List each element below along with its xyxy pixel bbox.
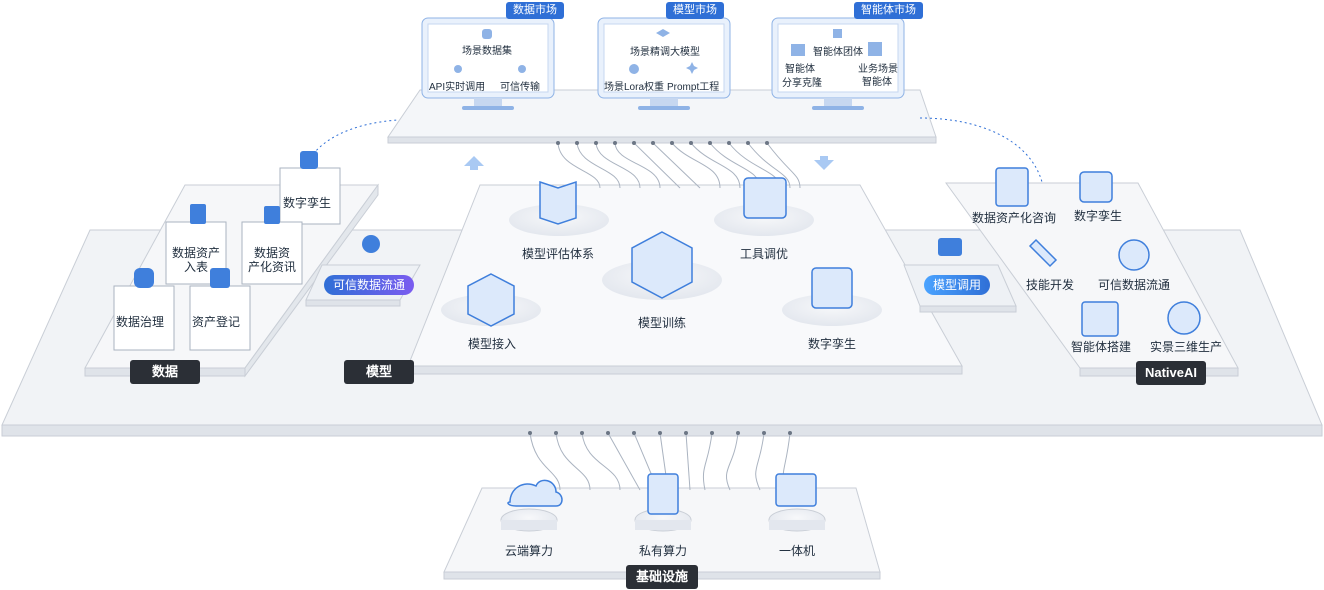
down-arrow-icon [814,156,834,170]
chart-doc-icon [264,206,280,224]
label-asset-info-1: 数据资 [253,246,290,260]
wrench-icon [1028,238,1058,268]
flow-cycle-icon [1118,239,1150,271]
label-model-layer: 模型 [344,360,414,384]
item-scene-tuned-model: 场景精调大模型 [630,47,700,58]
card-asset-info [241,221,303,285]
label-model-training: 模型训练 [638,316,687,330]
bottom-connector-dots [528,431,792,435]
cloud-icon [518,65,526,73]
item-business-scene: 业务场景 [858,64,898,75]
item-lora-weights: 场景Lora权重 [604,82,665,93]
tool-window-icon [743,177,787,219]
label-model-access: 模型接入 [468,337,517,351]
agent-build-icon [1081,301,1119,337]
agent-group-icon [791,44,805,56]
top-connector-dots [556,141,769,145]
monitor-agent-market [771,17,905,110]
item-api-call: API实时调用 [429,82,486,93]
native-cube-icon [1079,171,1113,203]
private-compute-icon [647,473,679,515]
pill-trusted-flow: 可信数据流通 [324,275,414,295]
tag-agent-market: 智能体市场 [854,2,923,19]
label-model-digital-twin: 数字孪生 [808,337,857,351]
register-icon [210,268,230,288]
all-in-one-icon [775,473,817,507]
chip-icon [833,29,842,38]
dotted-arc-right [919,117,1043,183]
label-tool-tuning: 工具调优 [740,247,789,261]
up-arrow-icon [464,156,484,170]
twin-puzzle-icon [811,267,853,309]
label-native-digital-twin: 数字孪生 [1074,209,1123,223]
item-share-clone: 分享克隆 [782,78,822,89]
label-asset-info-2: 产化资讯 [247,260,296,274]
label-real-3d: 实景三维生产 [1150,340,1223,354]
pie-icon [629,64,639,74]
item-agent-a: 智能体 [785,64,815,75]
dotted-arc-left [309,119,399,159]
tag-data-market: 数据市场 [506,2,564,19]
label-model-eval: 模型评估体系 [522,247,595,261]
label-consulting: 数据资产化咨询 [972,211,1057,225]
item-scene-dataset: 场景数据集 [462,46,512,57]
label-asset-table-1: 数据资产 [171,246,220,260]
card-registration [189,285,251,351]
share-hub-icon [362,235,380,253]
database-stack-icon [134,268,154,288]
label-asset-table-2: 入表 [183,260,208,274]
item-trusted-transfer: 可信传输 [500,82,540,93]
label-data-digital-twin: 数字孪生 [283,196,332,210]
card-digital-twin [279,167,341,225]
book-icon [539,180,577,225]
sparkle-icon [686,62,698,74]
cloud-compute-icon [507,479,563,507]
label-cloud-compute: 云端算力 [505,544,554,558]
label-private-compute: 私有算力 [639,544,688,558]
item-agent-group: 智能体团体 [813,47,863,58]
database-icon [482,29,492,39]
label-infra-layer: 基础设施 [626,565,698,589]
3d-globe-icon [1167,301,1201,335]
label-governance: 数据治理 [116,315,165,329]
card-governance [113,285,175,351]
label-agent-build: 智能体搭建 [1071,340,1132,354]
grid-icon [868,42,882,56]
market-platform [387,89,937,144]
label-skill-dev: 技能开发 [1026,278,1075,292]
training-cube-icon [631,231,693,299]
consulting-doc-icon [995,167,1029,207]
cube-icon [300,151,318,169]
label-registration: 资产登记 [192,315,241,329]
label-native-trusted-flow: 可信数据流通 [1098,278,1171,292]
item-prompt-eng: Prompt工程 [667,82,720,93]
access-box-icon [467,273,515,327]
layers-icon [656,29,670,37]
infra-discs [500,508,826,532]
document-icon [190,204,206,224]
label-native-layer: NativeAI [1136,361,1206,385]
tag-model-market: 模型市场 [666,2,724,19]
label-data-layer: 数据 [130,360,200,384]
model-call-icon [938,238,962,256]
label-all-in-one: 一体机 [779,544,816,558]
rocket-icon [454,65,462,73]
pill-model-call: 模型调用 [924,275,990,295]
item-agent-b: 智能体 [862,77,892,88]
